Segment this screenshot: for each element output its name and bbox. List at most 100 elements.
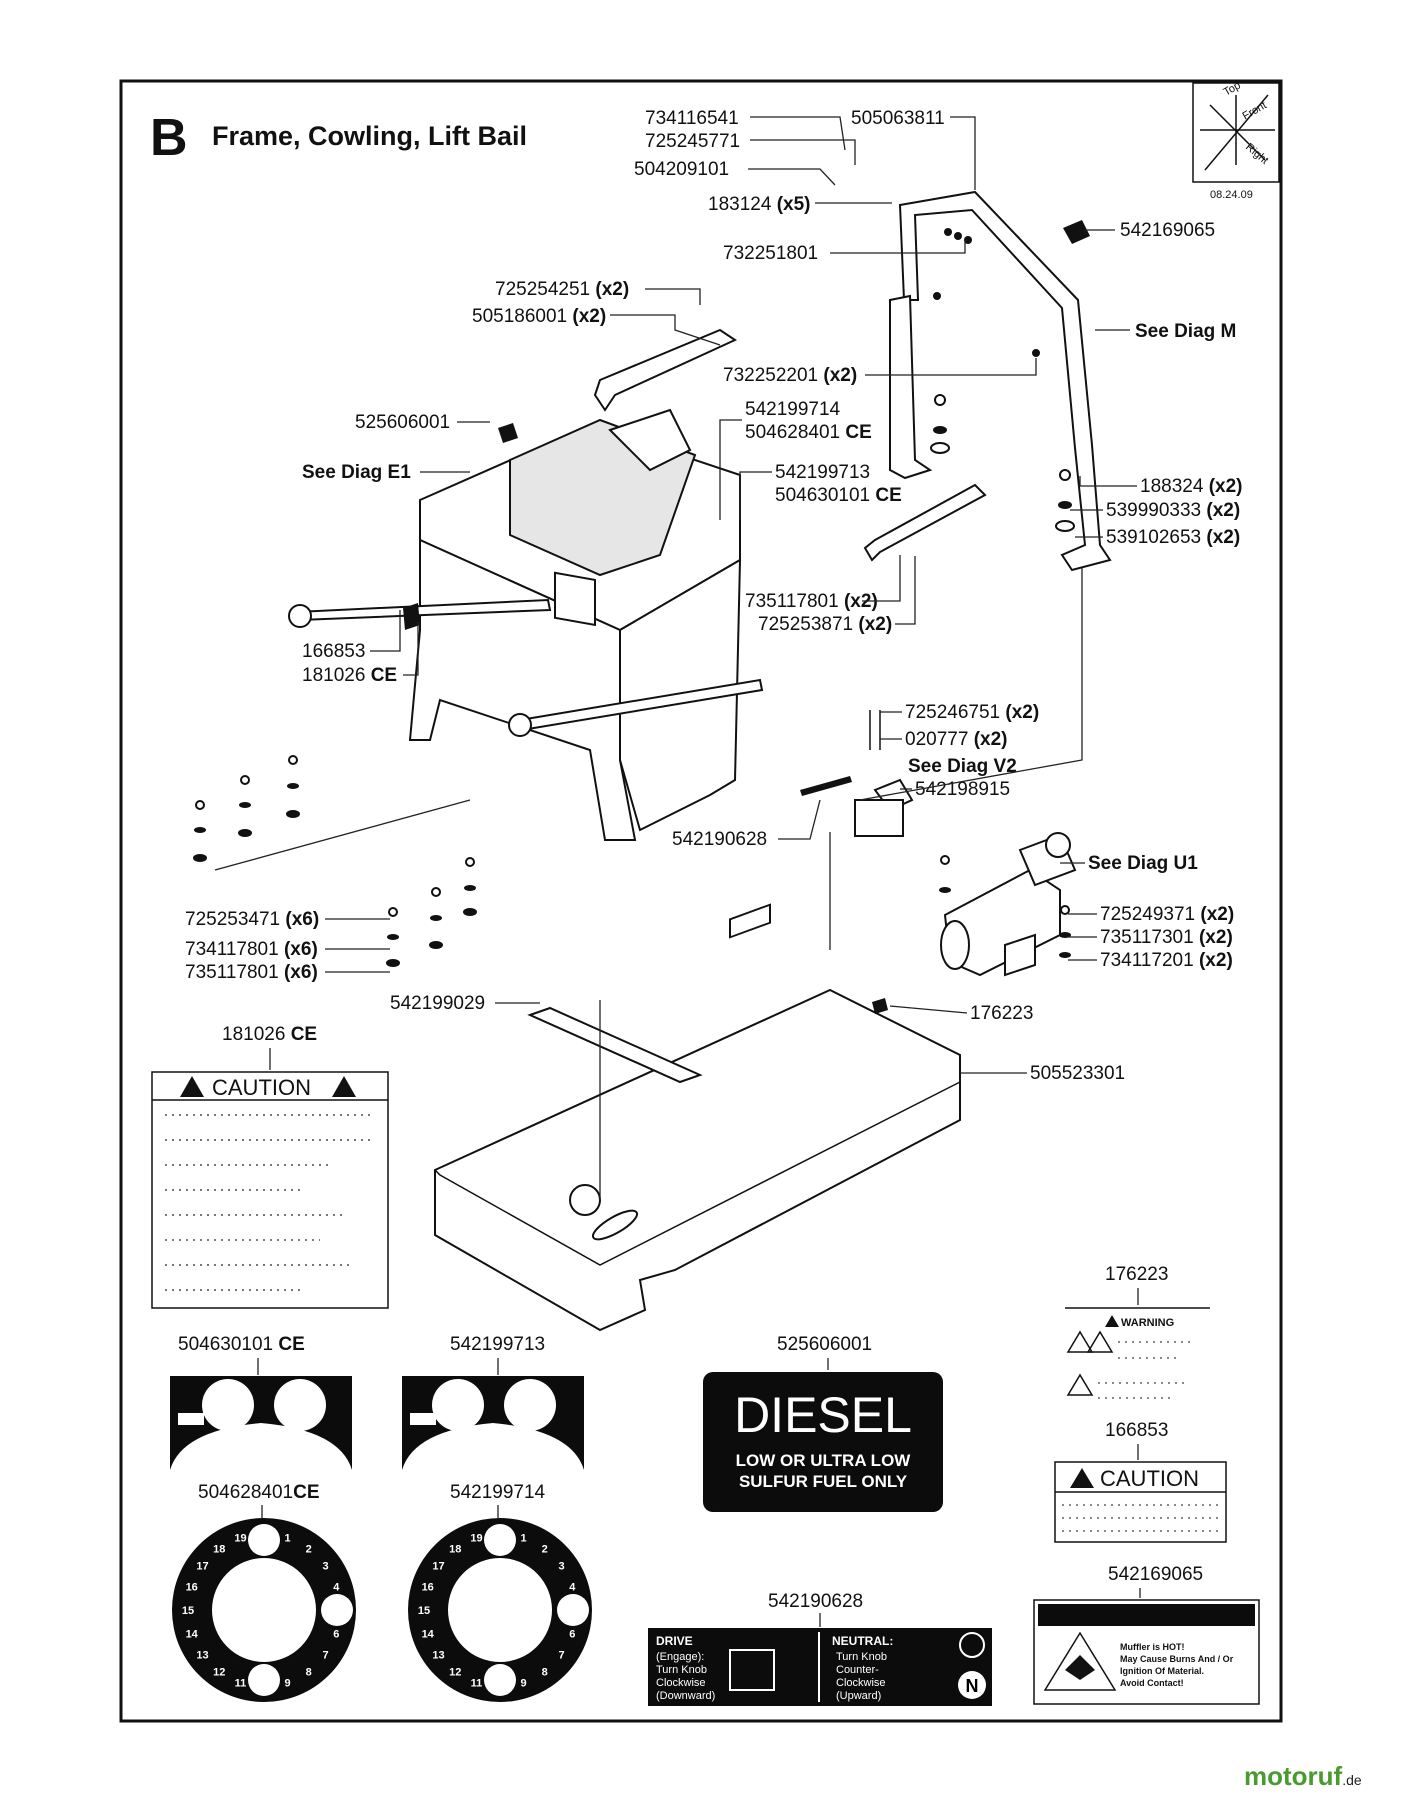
dial-number: 2 <box>542 1544 548 1556</box>
callout-542198915: 542198915 <box>915 779 1010 800</box>
callout-525606001: 525606001 <box>355 412 450 433</box>
dial-number: 7 <box>322 1650 328 1662</box>
dial-number: 7 <box>558 1650 564 1662</box>
dial-number: 8 <box>542 1667 548 1679</box>
dial-number: 17 <box>196 1560 208 1572</box>
dial-number: 12 <box>213 1667 225 1679</box>
svg-text:Clockwise: Clockwise <box>656 1677 706 1689</box>
dial-number: 4 <box>569 1582 576 1594</box>
svg-text:Muffler is HOT!: Muffler is HOT! <box>1120 1642 1185 1652</box>
callout-542190628: 542190628 <box>672 829 767 850</box>
svg-text:N: N <box>966 1676 979 1696</box>
svg-text:Avoid Contact!: Avoid Contact! <box>1120 1678 1184 1688</box>
page-title: Frame, Cowling, Lift Bail <box>212 121 527 151</box>
callout-542169065: 542169065 <box>1120 220 1215 241</box>
callout-725249371: 725249371 (x2) <box>1100 904 1234 925</box>
dial-number: 18 <box>449 1544 461 1556</box>
svg-text:(Upward): (Upward) <box>836 1690 881 1702</box>
callout-505063811: 505063811 <box>851 108 945 129</box>
callout-183124: 183124 (x5) <box>708 194 810 215</box>
base-plate-illustration <box>434 903 961 1332</box>
svg-text:WARNING: WARNING <box>1121 1317 1174 1329</box>
date-code: 08.24.09 <box>1210 189 1253 201</box>
decal-542199713: 542199713 <box>402 1334 584 1470</box>
dial-number: 12 <box>449 1667 461 1679</box>
callout-020777: 020777 (x2) <box>905 729 1007 750</box>
dial-number: 20 <box>258 1529 270 1541</box>
svg-text:504628401CE: 504628401CE <box>198 1482 320 1503</box>
svg-text:Ignition Of Material.: Ignition Of Material. <box>1120 1666 1204 1676</box>
dial-number: 19 <box>470 1533 482 1545</box>
dial-number: 20 <box>494 1529 506 1541</box>
dial-number: 17 <box>432 1560 444 1572</box>
callout-734117801: 734117801 (x6) <box>185 939 318 960</box>
svg-text:(Engage):: (Engage): <box>656 1651 704 1663</box>
svg-text:504630101 CE: 504630101 CE <box>178 1334 305 1355</box>
dial-number: 3 <box>558 1560 564 1572</box>
callout-542199713: 542199713 <box>775 462 870 483</box>
callout-504209101: 504209101 <box>634 159 729 180</box>
svg-text:Turn Knob: Turn Knob <box>656 1664 707 1676</box>
dial-number: 14 <box>422 1629 435 1641</box>
callout-labels: 734116541 725245771 504209101 505063811 … <box>185 108 1242 1084</box>
svg-text:CAUTION: CAUTION <box>212 1075 311 1100</box>
dial-number: 5 <box>573 1605 579 1617</box>
svg-text:Front: Front <box>1241 99 1269 122</box>
callout-735117801-x6: 735117801 (x6) <box>185 962 318 983</box>
dial-number: 11 <box>235 1677 247 1689</box>
svg-text:(Downward): (Downward) <box>656 1690 715 1702</box>
callout-725245771: 725245771 <box>645 131 740 152</box>
dial-number: 1 <box>520 1533 526 1545</box>
decal-166853: 166853 CAUTION <box>1054 1420 1227 1543</box>
callout-542199029: 542199029 <box>390 993 485 1014</box>
callout-539102653: 539102653 (x2) <box>1106 527 1240 548</box>
svg-text:542190628: 542190628 <box>768 1591 863 1612</box>
callout-505186001: 505186001 (x2) <box>472 306 606 327</box>
svg-text:DIESEL: DIESEL <box>734 1387 912 1443</box>
brackets-illustration <box>593 328 987 837</box>
dial-number: 10 <box>494 1681 506 1693</box>
svg-text:542169065: 542169065 <box>1108 1564 1203 1585</box>
dial-number: 6 <box>569 1629 575 1641</box>
dial-number: 11 <box>471 1677 483 1689</box>
svg-text:NEUTRAL:: NEUTRAL: <box>832 1634 893 1648</box>
decal-542190628: 542190628 DRIVE (Engage): Turn Knob Cloc… <box>648 1591 992 1706</box>
svg-text:525606001: 525606001 <box>777 1334 872 1355</box>
decal-504628401: 504628401CE 1234567891011121314151617181… <box>172 1482 356 1702</box>
dial-number: 16 <box>422 1582 434 1594</box>
svg-text:CAUTION: CAUTION <box>1100 1466 1199 1491</box>
section-letter: B <box>150 109 188 167</box>
leader-lines <box>214 116 1137 1200</box>
callout-734116541: 734116541 <box>645 108 739 129</box>
decal-181026: 181026 CE CAUTION <box>151 1024 389 1309</box>
callout-734117201: 734117201 (x2) <box>1100 950 1233 971</box>
svg-text:LOW OR ULTRA LOW: LOW OR ULTRA LOW <box>736 1451 912 1470</box>
svg-text:Clockwise: Clockwise <box>836 1677 886 1689</box>
dial-number: 5 <box>337 1605 343 1617</box>
callout-see-diag-m: See Diag M <box>1135 321 1236 342</box>
dial-number: 16 <box>186 1582 198 1594</box>
dial-number: 3 <box>322 1560 328 1572</box>
svg-text:May Cause Burns And / Or: May Cause Burns And / Or <box>1120 1654 1234 1664</box>
callout-see-diag-v2: See Diag V2 <box>908 756 1017 777</box>
callout-725254251: 725254251 (x2) <box>495 279 629 300</box>
dial-number: 14 <box>186 1629 199 1641</box>
svg-text:542199713: 542199713 <box>450 1334 545 1355</box>
orientation-indicator: Top Front Right <box>1192 79 1280 183</box>
dial-number: 19 <box>234 1533 246 1545</box>
svg-text:181026 CE: 181026 CE <box>222 1024 317 1045</box>
watermark: motoruf.de <box>1244 1761 1362 1791</box>
callout-181026: 181026 CE <box>302 665 397 686</box>
dial-number: 13 <box>432 1650 444 1662</box>
callout-504628401: 504628401 CE <box>745 422 872 443</box>
svg-text:DRIVE: DRIVE <box>656 1634 693 1648</box>
dial-number: 8 <box>306 1667 312 1679</box>
dial-number: 15 <box>182 1605 194 1617</box>
callout-539990333: 539990333 (x2) <box>1106 500 1240 521</box>
callout-see-diag-e1: See Diag E1 <box>302 462 411 483</box>
callout-166853: 166853 <box>302 641 365 662</box>
